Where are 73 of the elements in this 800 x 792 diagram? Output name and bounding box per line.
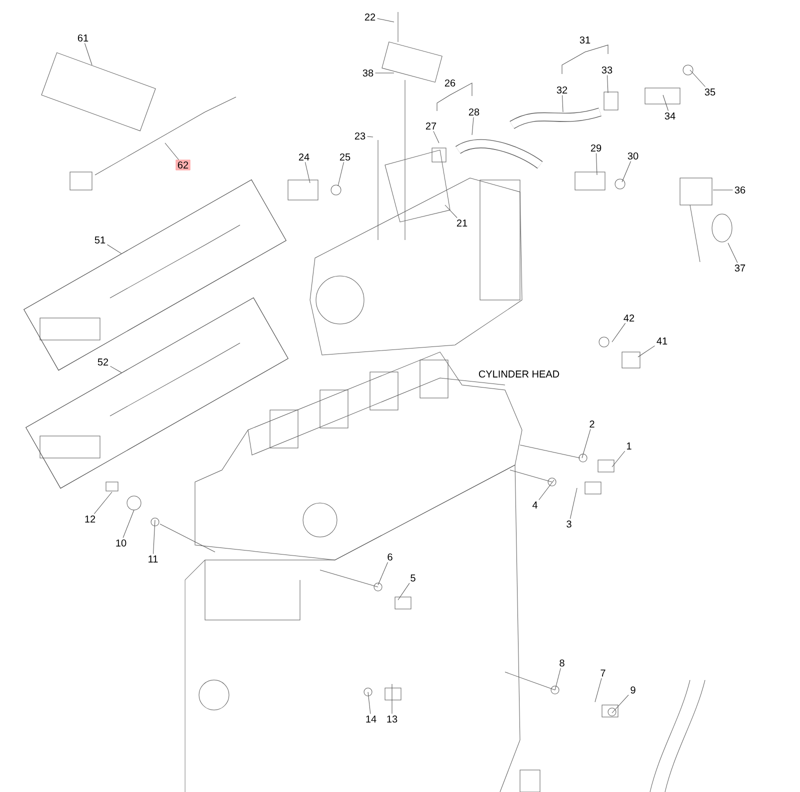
callout-number: 14 <box>366 716 376 722</box>
callout-number: 8 <box>560 659 564 667</box>
callout-number: 1 <box>627 442 632 450</box>
leader-line <box>433 130 440 144</box>
leader-line <box>622 161 632 182</box>
callout-number: 22 <box>364 14 376 20</box>
callout-number: 62 <box>176 160 190 170</box>
leader-line <box>338 162 344 186</box>
callout-number: 23 <box>354 132 366 140</box>
callout-number: 24 <box>298 154 310 160</box>
leader-line <box>538 480 554 500</box>
callout-number: 33 <box>602 66 612 74</box>
callout-number: 9 <box>630 686 636 694</box>
leader-line <box>690 70 706 87</box>
callout-number: 38 <box>362 69 374 77</box>
callout-number: 26 <box>443 78 457 88</box>
callout-number: 3 <box>566 520 572 528</box>
leader-line <box>472 117 474 136</box>
leader-line <box>612 450 626 468</box>
leader-line <box>377 18 394 22</box>
callout-number: 21 <box>456 220 468 226</box>
leader-line <box>582 428 591 458</box>
callout-number: 35 <box>704 88 716 96</box>
callout-number: 25 <box>340 153 350 161</box>
leader-line <box>84 43 92 66</box>
callout-number: 4 <box>532 502 538 508</box>
leader-line <box>570 488 578 520</box>
callout-number: 41 <box>656 338 668 344</box>
leader-line <box>153 520 156 554</box>
leader-line <box>612 694 629 714</box>
callout-number: 13 <box>387 715 398 723</box>
callout-number: 10 <box>116 539 126 547</box>
leader-line <box>367 136 374 138</box>
callout-number: 5 <box>410 574 416 582</box>
callout-number: 51 <box>94 236 106 244</box>
leader-line <box>596 153 598 176</box>
callout-number: 29 <box>590 144 602 152</box>
leader-line <box>368 692 371 714</box>
callout-number: 6 <box>388 553 392 561</box>
leader-line <box>444 204 458 218</box>
part-label: CYLINDER HEAD <box>477 369 561 379</box>
callout-number: 61 <box>78 34 88 42</box>
leader-line <box>122 510 134 538</box>
callout-number: 31 <box>578 35 592 45</box>
callout-number: 36 <box>734 186 746 194</box>
callout-number: 12 <box>85 516 96 522</box>
leader-line <box>304 162 310 184</box>
leader-line <box>562 95 564 112</box>
leader-line <box>110 366 122 373</box>
leader-line <box>107 244 122 254</box>
leader-line <box>554 668 561 690</box>
leader-line <box>662 94 669 111</box>
leader-line <box>612 322 626 342</box>
leader-line <box>164 142 179 160</box>
callout-number: 7 <box>600 670 606 676</box>
callout-number: 11 <box>148 556 158 562</box>
callout-number: 37 <box>734 264 746 272</box>
callout-number: 34 <box>664 112 676 120</box>
callout-number: 27 <box>426 122 436 130</box>
callout-number: 32 <box>556 86 568 94</box>
callout-number: 52 <box>98 358 108 366</box>
leader-line <box>375 72 394 74</box>
leader-line <box>607 75 608 94</box>
callout-number: 30 <box>628 152 638 160</box>
callout-number: 28 <box>468 108 480 116</box>
callout-number: 2 <box>590 420 594 428</box>
leader-line <box>728 242 738 264</box>
leader-line <box>638 346 655 358</box>
leader-line <box>398 582 410 600</box>
leader-line <box>594 678 602 702</box>
leader-line <box>94 492 112 514</box>
callout-number: 42 <box>624 314 634 322</box>
leader-line <box>378 562 388 586</box>
